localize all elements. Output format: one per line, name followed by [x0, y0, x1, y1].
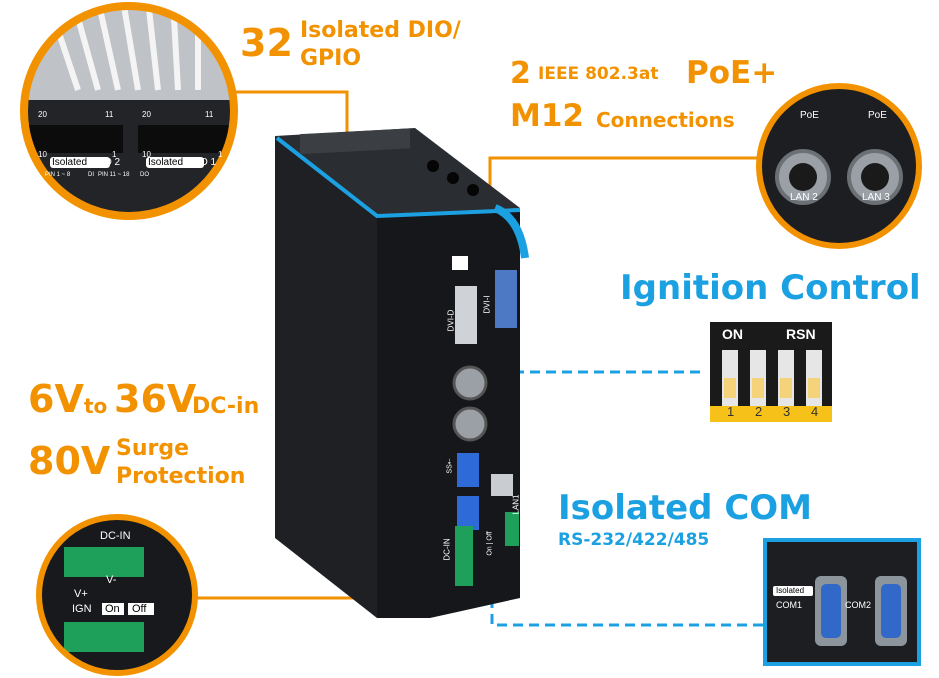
dio-zoom-n10b: 10 — [142, 150, 151, 159]
dio-zoom-n1a: 1 — [112, 150, 117, 159]
dio-zoom-n11a: 11 — [105, 110, 114, 119]
device-dcin-label: DC-IN — [442, 538, 452, 561]
dip-num-3: 3 — [783, 404, 791, 419]
dc-to: to — [84, 394, 108, 418]
m12-label: M12 — [510, 98, 584, 134]
lan-zoom-poe1: PoE — [800, 110, 819, 121]
device-dvii-label: DVI-I — [482, 295, 492, 314]
lan-zoom-lan3: LAN 3 — [862, 192, 890, 203]
dc-suffix: DC-in — [192, 394, 260, 419]
dc-zoom-circle — [36, 514, 198, 676]
connections-label: Connections — [596, 108, 735, 132]
dio-zoom-n20b: 20 — [142, 110, 151, 119]
dc-v2: 36V — [114, 377, 197, 421]
dc-zoom-dcin: DC-IN — [100, 530, 131, 542]
poe-plus: PoE+ — [686, 55, 778, 91]
dio-line1: Isolated DIO/ — [300, 18, 461, 43]
dio-zoom-circle — [20, 2, 238, 220]
dip-on-label: ON — [722, 326, 743, 342]
dio-zoom-n11b: 11 — [205, 110, 214, 119]
dio-callout-line — [230, 90, 349, 150]
surge-line1: Surge — [116, 436, 190, 461]
dip-num-4: 4 — [811, 404, 819, 419]
lan-zoom-poe2: PoE — [868, 110, 887, 121]
dc-zoom-off: Off — [132, 603, 147, 615]
dip-num-1: 1 — [727, 404, 735, 419]
com-zoom-isolated: Isolated — [776, 586, 805, 595]
dio-count: 32 — [240, 21, 293, 65]
dc-zoom-vminus: V- — [106, 574, 117, 586]
device-dvid-label: DVI-D — [446, 309, 456, 332]
dip-switch — [710, 322, 832, 422]
dip-num-2: 2 — [755, 404, 763, 419]
com-zoom-box — [763, 538, 921, 666]
dio-zoom-pin11: PIN 11 ~ 18 — [98, 172, 130, 178]
dc-zoom-on: On — [105, 603, 120, 615]
com-title: Isolated COM — [558, 488, 813, 528]
dio-zoom-isolated2: Isolated — [148, 157, 184, 168]
device-onoff-label: On | Off — [486, 531, 494, 556]
com-subtitle: RS-232/422/485 — [558, 530, 710, 550]
surge-voltage: 80V — [28, 439, 111, 483]
lan-zoom-lan2: LAN 2 — [790, 192, 818, 203]
dip-rsn-label: RSN — [786, 326, 816, 342]
com-zoom-com1: COM1 — [776, 600, 803, 610]
ignition-title: Ignition Control — [620, 268, 921, 308]
poe-count: 2 — [510, 56, 531, 91]
dc-zoom-vplus: V+ — [74, 588, 88, 600]
dio-zoom-do: DO — [140, 172, 149, 178]
dio-zoom-n1b: 1 — [218, 150, 223, 159]
dio-zoom-n10a: 10 — [38, 150, 47, 159]
device-ss-label: SS⇠ — [446, 458, 454, 474]
com-zoom-com2: COM2 — [845, 600, 872, 610]
device-body — [275, 128, 529, 618]
device-lan1-label: LAN1 — [511, 494, 521, 515]
dio-line2: GPIO — [300, 46, 362, 71]
dio-zoom-dio1: DIO 1 — [190, 157, 217, 168]
dio-zoom-isolated1: Isolated — [52, 157, 88, 168]
dio-zoom-pin1: PIN 1 ~ 8 — [45, 172, 71, 178]
poe-standard: IEEE 802.3at — [538, 64, 659, 84]
dio-zoom-n20a: 20 — [38, 110, 47, 119]
dio-zoom-di: DI — [88, 172, 94, 178]
dc-zoom-ign: IGN — [72, 603, 92, 615]
dc-v1: 6V — [28, 377, 84, 421]
lan-zoom-circle — [756, 83, 922, 249]
dio-zoom-dio2: DIO 2 — [94, 157, 121, 168]
surge-line2: Protection — [116, 464, 246, 489]
